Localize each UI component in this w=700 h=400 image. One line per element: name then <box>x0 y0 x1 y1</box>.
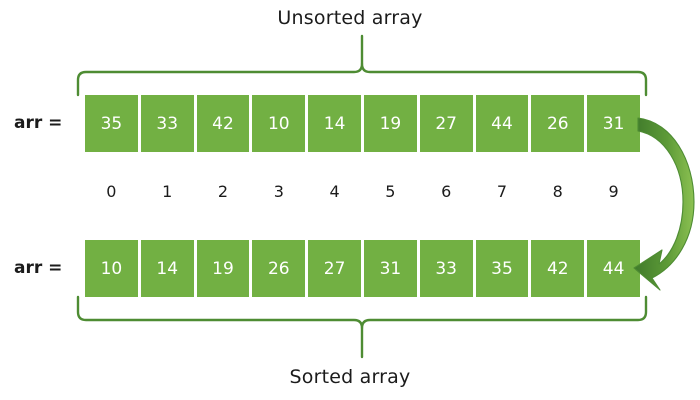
array-index: 9 <box>608 182 619 201</box>
array-index: 5 <box>385 182 396 201</box>
unsorted-array-caption: Unsorted array <box>277 7 423 29</box>
unsorted-array-variable-label: arr = <box>14 113 63 133</box>
array-cell: 19 <box>196 240 250 297</box>
array-cell: 31 <box>363 240 417 297</box>
array-index: 7 <box>496 182 508 201</box>
array-index: 2 <box>217 182 229 201</box>
sorted-array-variable-label: arr = <box>14 258 63 278</box>
array-cell: 14 <box>308 95 361 152</box>
array-cell: 31 <box>587 95 640 152</box>
array-cell: 42 <box>196 95 250 152</box>
array-cell: 35 <box>85 95 138 152</box>
curly-brace-up-icon <box>76 34 648 97</box>
array-index: 6 <box>441 182 452 201</box>
curly-brace-down-icon <box>76 295 648 359</box>
array-cell: 44 <box>587 240 640 297</box>
array-cell: 33 <box>140 95 194 152</box>
array-index: 3 <box>273 182 284 201</box>
array-index: 4 <box>329 182 340 201</box>
array-index-row: 0 1 2 3 4 5 6 7 8 9 <box>85 182 640 206</box>
array-cell: 35 <box>475 240 529 297</box>
array-cell: 27 <box>419 95 473 152</box>
array-index: 8 <box>552 182 563 201</box>
sorted-array: 10 14 19 26 27 31 33 35 42 44 <box>85 240 640 297</box>
array-cell: 27 <box>308 240 361 297</box>
array-cell: 14 <box>140 240 194 297</box>
array-index: 1 <box>162 182 173 201</box>
unsorted-array: 35 33 42 10 14 19 27 44 26 31 <box>85 95 640 152</box>
array-cell: 10 <box>85 240 138 297</box>
array-cell: 10 <box>252 95 306 152</box>
array-cell: 19 <box>363 95 417 152</box>
sorted-array-caption: Sorted array <box>289 366 411 388</box>
array-cell: 44 <box>475 95 529 152</box>
array-cell: 33 <box>419 240 473 297</box>
array-cell: 42 <box>531 240 585 297</box>
curved-arrow-icon <box>633 117 695 291</box>
array-cell: 26 <box>531 95 585 152</box>
array-cell: 26 <box>252 240 306 297</box>
array-index: 0 <box>106 182 117 201</box>
